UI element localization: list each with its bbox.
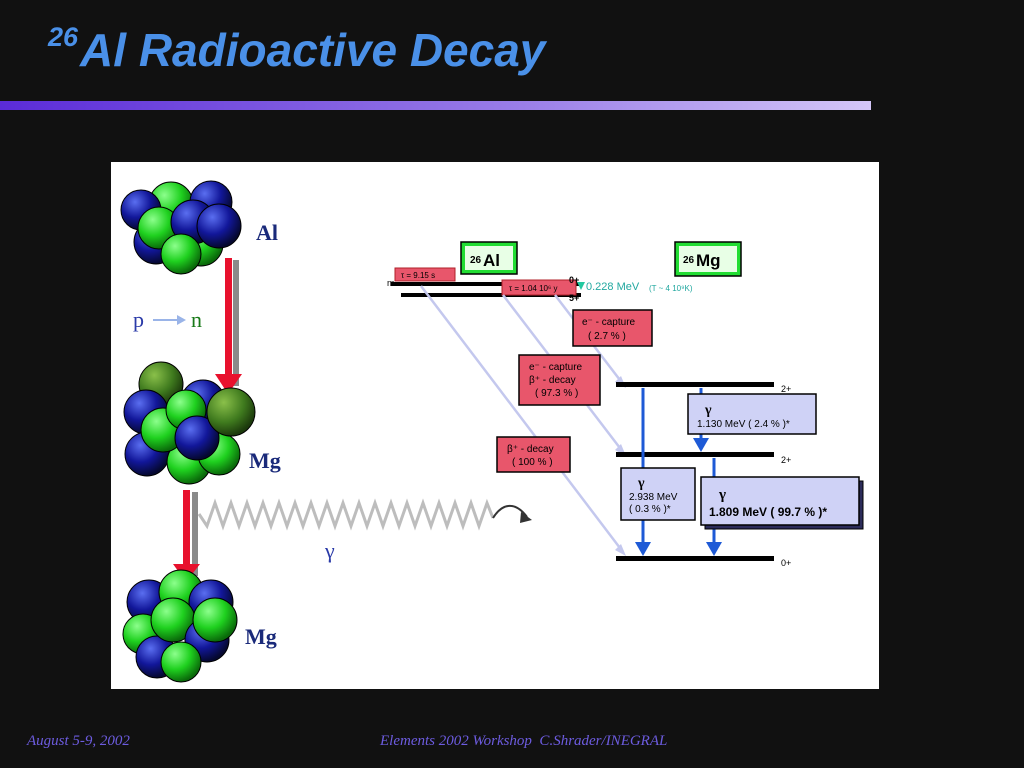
isomer-label: m	[387, 278, 395, 288]
title-text: Al Radioactive Decay	[80, 24, 546, 76]
gamma-1809-text: 1.809 MeV ( 99.7 % )*	[709, 505, 827, 519]
mg-label-ground: Mg	[245, 624, 277, 649]
beta-line1: β⁺ - decay	[507, 444, 554, 455]
mg-excited-nucleus	[123, 361, 256, 485]
isomer-temperature: (T ~ 4 10⁹K)	[649, 284, 693, 293]
al-spin-top: 0+	[569, 275, 579, 285]
gamma-transition-heads	[635, 438, 722, 556]
gamma-1130-text: 1.130 MeV ( 2.4 % )*	[697, 419, 790, 430]
footer-workshop: Elements 2002 Workshop C.Shrader/INEGRAL	[380, 733, 668, 749]
title-underline-bar	[0, 101, 871, 110]
isomer-lifetime: τ = 9.15 s	[401, 271, 435, 280]
mg-levels: 2+ 2+ 0+	[616, 382, 791, 568]
gamma-1130-symbol: γ	[704, 403, 712, 418]
mg-label-excited: Mg	[249, 448, 281, 473]
gamma-1809-symbol: γ	[718, 487, 726, 503]
al-levels: m τ = 9.15 s τ = 1.04 10⁶ y 0+ 5+ 0.228 …	[387, 267, 693, 303]
decay-transition-heads	[615, 376, 626, 556]
beta-line2: ( 100 % )	[512, 457, 553, 468]
al26-element: Al	[483, 251, 500, 270]
gamma-2938-line1: 2.938 MeV	[629, 492, 678, 503]
ec-beta-decay-box: e⁻ - capture β⁺ - decay ( 97.3 % )	[518, 354, 601, 406]
beta-decay-box: β⁺ - decay ( 100 % )	[496, 436, 571, 473]
mg26-mass: 26	[683, 255, 695, 266]
gamma-wave	[197, 498, 532, 531]
mg-spin-3: 0+	[781, 558, 791, 568]
decay-diagram: Al p n Mg γ	[120, 180, 864, 683]
gamma-symbol-label: γ	[324, 538, 335, 563]
al26-mass: 26	[470, 255, 482, 266]
ec-line2: ( 2.7 % )	[588, 331, 626, 342]
decay-diagram-panel: Al p n Mg γ	[111, 162, 879, 689]
ec-beta-line1: e⁻ - capture	[529, 362, 583, 373]
slide-title: 26Al Radioactive Decay	[48, 22, 545, 77]
gamma-1809-box: γ 1.809 MeV ( 99.7 % )*	[700, 476, 864, 530]
al-label: Al	[256, 220, 278, 245]
mg-spin-2: 2+	[781, 455, 791, 465]
ground-lifetime: τ = 1.04 10⁶ y	[509, 284, 557, 293]
proton-label: p	[133, 307, 144, 332]
ec-beta-line3: ( 97.3 % )	[535, 388, 578, 399]
footer-date: August 5-9, 2002	[27, 733, 130, 749]
mg-ground-nucleus	[122, 569, 238, 683]
gamma-emission-arrow	[173, 490, 200, 582]
gamma-2938-symbol: γ	[637, 476, 645, 491]
gamma-2938-line2: ( 0.3 % )*	[629, 504, 671, 515]
title-mass-number: 26	[48, 22, 79, 52]
ec-decay-box: e⁻ - capture ( 2.7 % )	[572, 309, 653, 347]
ec-beta-line2: β⁺ - decay	[529, 375, 576, 386]
neutron-label: n	[191, 307, 202, 332]
gamma-1130-box: γ 1.130 MeV ( 2.4 % )*	[687, 393, 817, 435]
conversion-arrow-1	[215, 258, 242, 394]
mg-spin-1: 2+	[781, 384, 791, 394]
ec-line1: e⁻ - capture	[582, 317, 636, 328]
mg26-box: 26 Mg	[674, 241, 742, 277]
p-to-n-arrow	[153, 315, 186, 325]
isomer-energy: 0.228 MeV	[586, 281, 640, 293]
gamma-2938-box: γ 2.938 MeV ( 0.3 % )*	[620, 467, 696, 521]
al26-box: 26 Al	[460, 241, 518, 275]
al-spin-bottom: 5+	[569, 293, 579, 303]
mg26-element: Mg	[696, 251, 721, 270]
al-nucleus	[120, 180, 242, 275]
